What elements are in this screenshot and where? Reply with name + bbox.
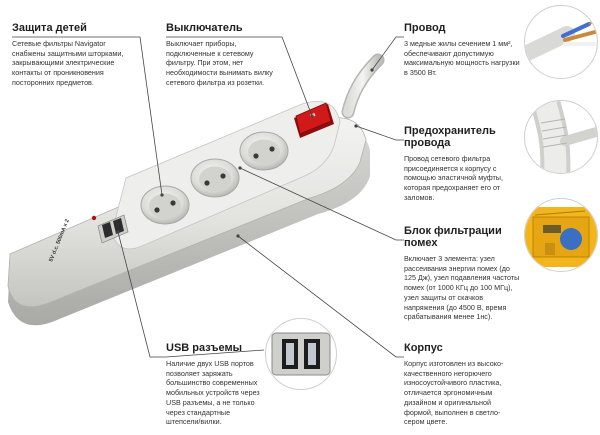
filter-board-detail-image: [524, 198, 598, 272]
leader-usb-circle: [165, 349, 265, 358]
leader-switch: [166, 36, 313, 117]
leader-filter: [239, 167, 404, 241]
callout-text: 3 медные жилы сечением 1 мм², обеспечива…: [404, 39, 520, 78]
callout-text: Выключает приборы, подключенные к сетево…: [166, 39, 273, 87]
callout-title: Выключатель: [166, 22, 243, 34]
callout-title: Провод: [404, 22, 446, 34]
callout-housing: Корпус Корпус изготовлен из высоко-качес…: [404, 342, 516, 427]
callout-title: Корпус: [404, 342, 443, 354]
leader-dots: [116, 68, 374, 238]
power-cord: [341, 53, 385, 119]
device-body: [7, 100, 370, 326]
socket-3: [239, 131, 289, 171]
callout-title: Блок фильтрации помех: [404, 225, 502, 249]
callout-text: Сетевые фильтры Navigator снабжены защит…: [12, 39, 124, 87]
socket-2: [190, 158, 240, 198]
callout-wire: Провод 3 медные жилы сечением 1 мм², обе…: [404, 22, 522, 78]
wire-detail-image: [524, 5, 598, 79]
callout-child-protection: Защита детей Сетевые фильтры Navigator с…: [12, 22, 134, 88]
leader-fuse: [355, 125, 404, 141]
power-switch: [294, 102, 334, 138]
leader-usb: [117, 231, 166, 358]
usb-detail-image: [265, 318, 337, 390]
socket-1: [140, 185, 190, 225]
callout-text: Корпус изготовлен из высоко-качественног…: [404, 359, 504, 427]
usb-ports: [97, 214, 129, 244]
cord-protector-detail-image: [524, 100, 598, 174]
leader-child: [12, 36, 163, 196]
callout-text: Включает 3 элемента: узел рассеивания эн…: [404, 254, 520, 322]
callout-text: Провод сетевого фильтра присоединяется к…: [404, 154, 503, 202]
callout-title: USB разъемы: [166, 342, 242, 354]
leader-wire: [371, 36, 404, 71]
callout-switch: Выключатель Выключает приборы, подключен…: [166, 22, 284, 88]
callout-text: Наличие двух USB портов позволяет заряжа…: [166, 359, 260, 427]
callout-title: Защита детей: [12, 22, 87, 34]
leader-body: [237, 235, 404, 358]
leader-lines: [12, 36, 404, 358]
indicator-led: [91, 215, 97, 221]
callout-cord-protector: Предохранитель провода Провод сетевого ф…: [404, 125, 526, 203]
callout-title: Предохранитель провода: [404, 125, 496, 149]
callout-usb: USB разъемы Наличие двух USB портов позв…: [166, 342, 260, 427]
callout-filter-unit: Блок фильтрации помех Включает 3 элемент…: [404, 225, 522, 322]
